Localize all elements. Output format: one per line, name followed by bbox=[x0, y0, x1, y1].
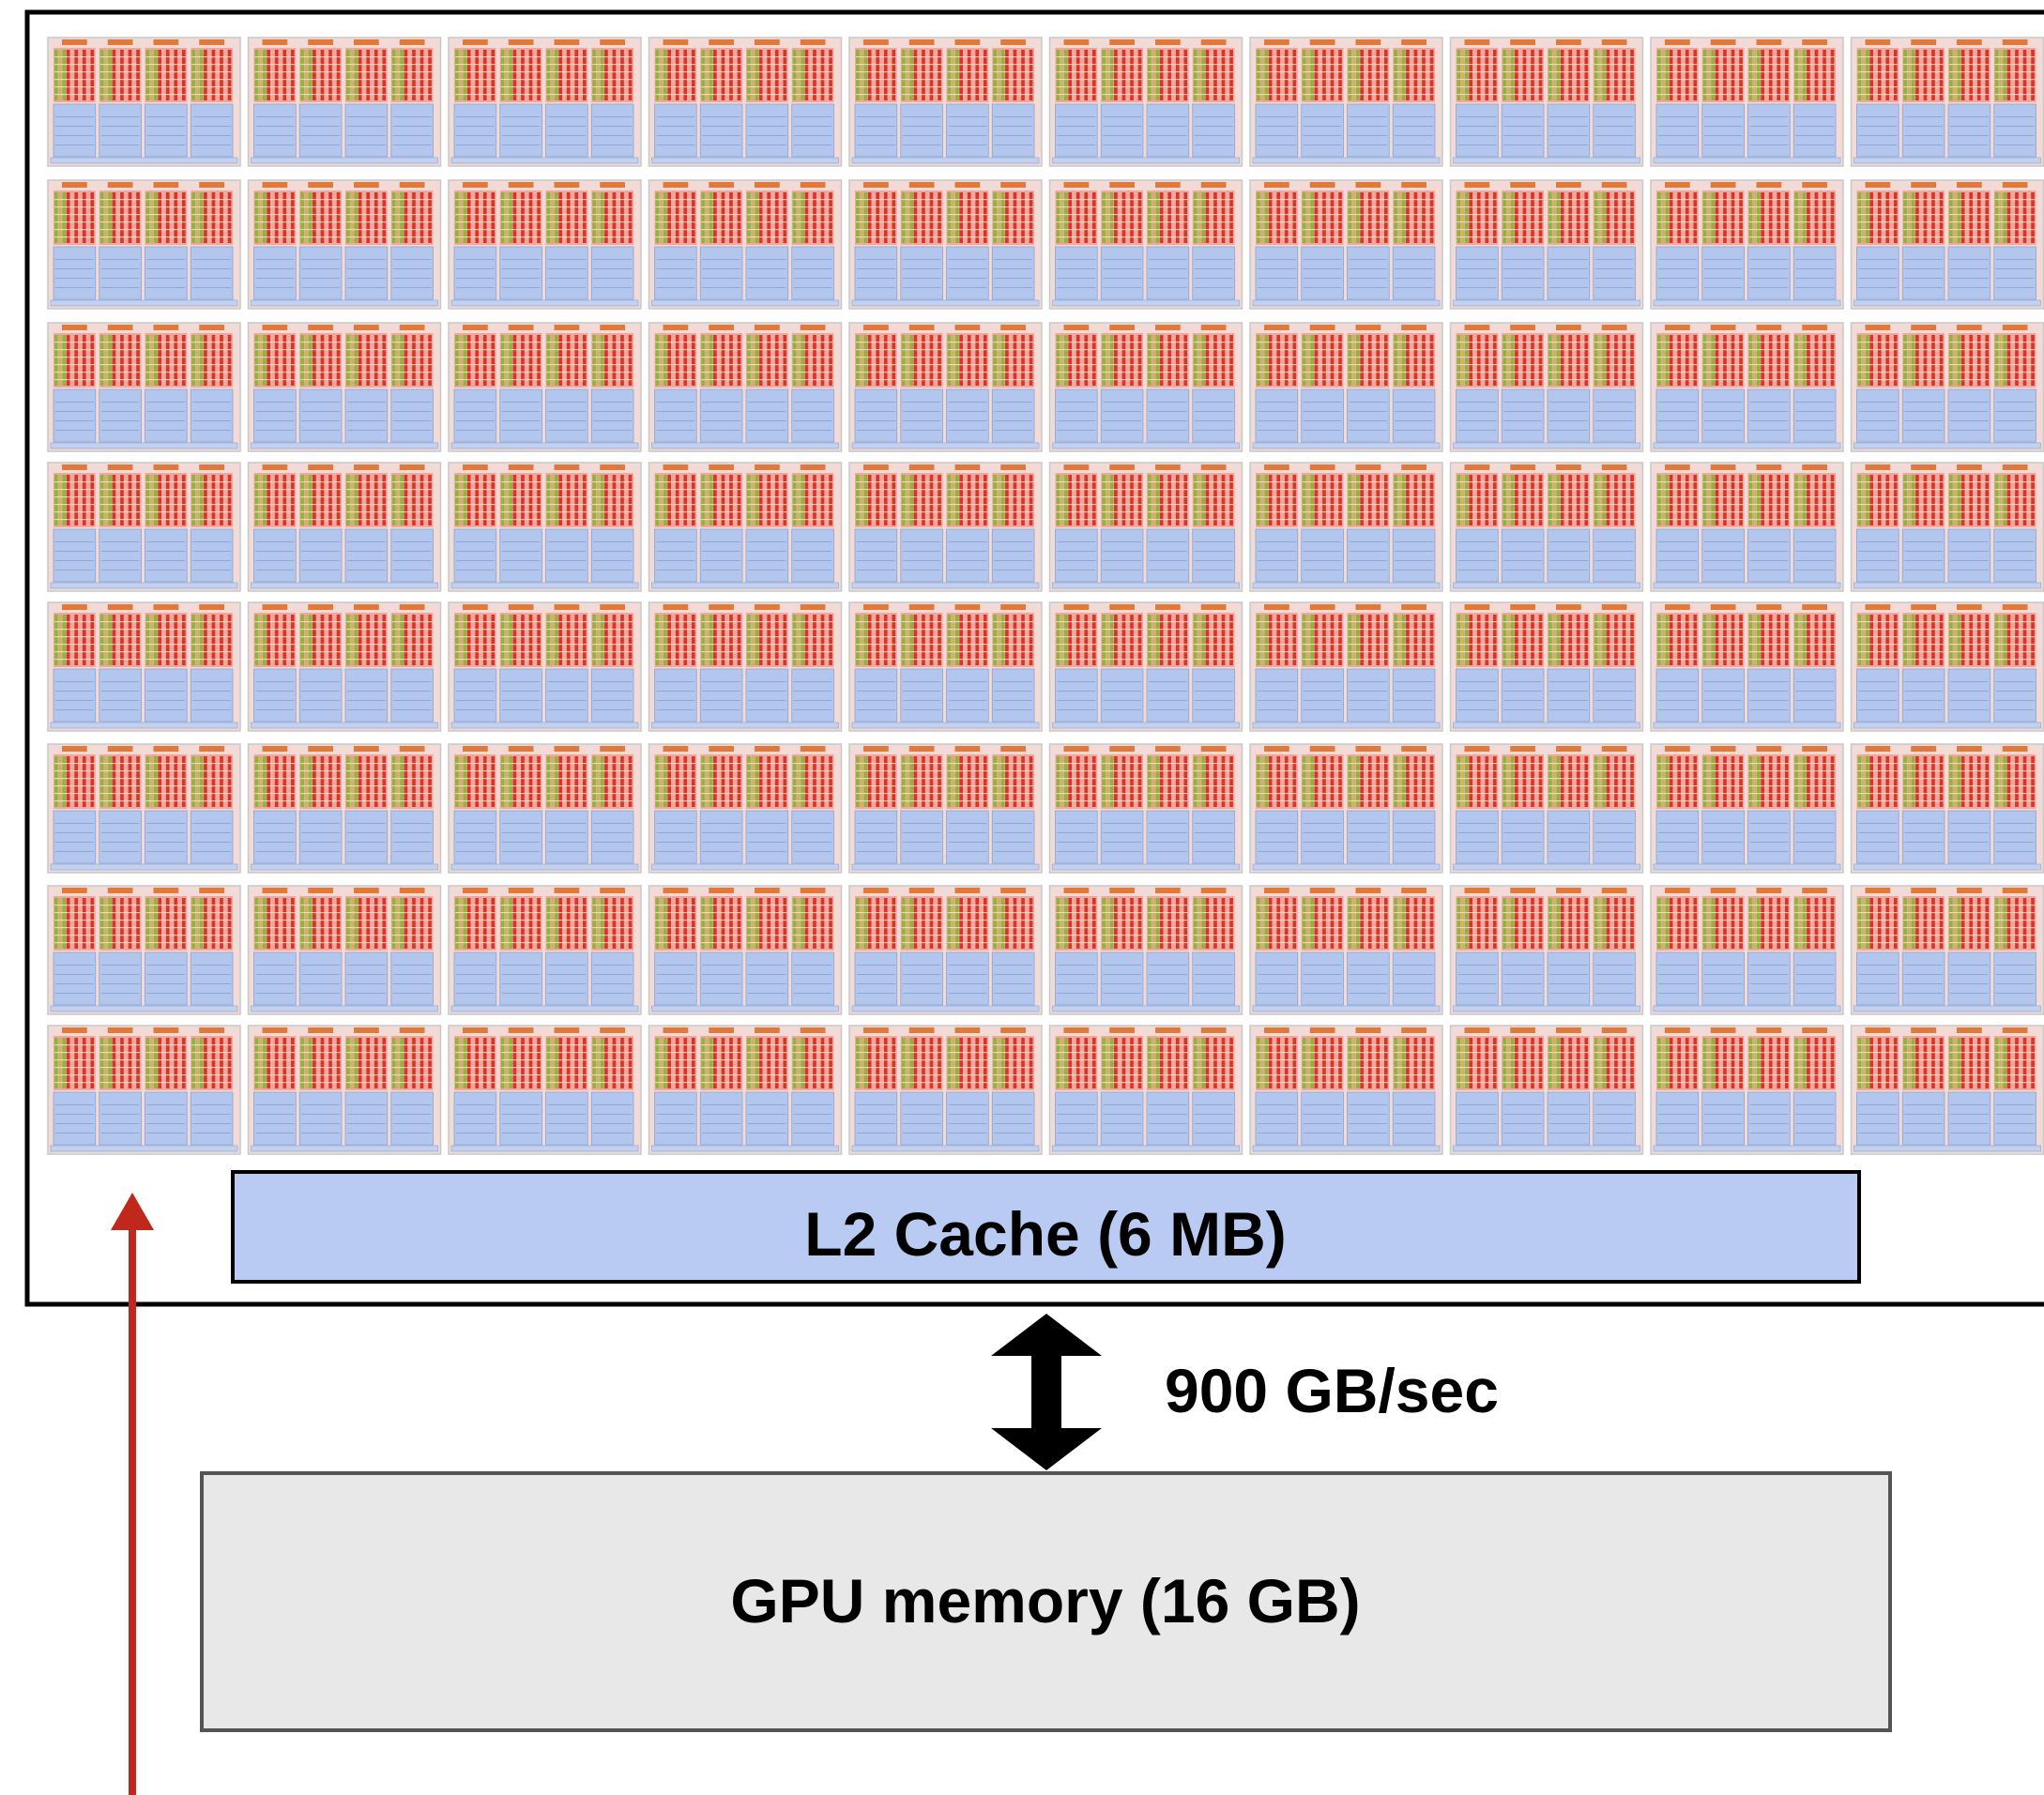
sm-block bbox=[848, 601, 1043, 732]
sm-block bbox=[1449, 322, 1644, 452]
sm-block bbox=[47, 885, 241, 1015]
sm-block bbox=[1449, 601, 1644, 732]
sm-block bbox=[1850, 179, 2044, 310]
sm-grid bbox=[47, 37, 2044, 1155]
sm-block bbox=[1048, 322, 1243, 452]
l2-cache: L2 Cache (6 MB) bbox=[231, 1170, 1861, 1284]
gpu-memory-label: GPU memory (16 GB) bbox=[730, 1566, 1360, 1635]
sm-block bbox=[1650, 743, 1844, 874]
sm-block bbox=[448, 322, 642, 452]
sm-block bbox=[1650, 601, 1844, 732]
sm-block bbox=[1850, 1025, 2044, 1155]
sm-block bbox=[1449, 37, 1644, 167]
l2-cache-label: L2 Cache (6 MB) bbox=[804, 1199, 1286, 1269]
sm-block bbox=[448, 743, 642, 874]
sm-block bbox=[1048, 462, 1243, 592]
sm-block bbox=[1048, 885, 1243, 1015]
sm-block bbox=[848, 743, 1043, 874]
sm-block bbox=[448, 37, 642, 167]
sm-block bbox=[1048, 1025, 1243, 1155]
sm-block bbox=[247, 462, 442, 592]
sm-block bbox=[848, 322, 1043, 452]
sm-block bbox=[1650, 462, 1844, 592]
sm-block bbox=[47, 743, 241, 874]
red-arrow-shaft bbox=[129, 1227, 136, 1795]
sm-block bbox=[247, 885, 442, 1015]
sm-block bbox=[1048, 601, 1243, 732]
sm-block bbox=[1850, 885, 2044, 1015]
sm-block bbox=[47, 37, 241, 167]
sm-block bbox=[1249, 1025, 1443, 1155]
sm-block bbox=[648, 743, 843, 874]
sm-block bbox=[1449, 743, 1644, 874]
sm-block bbox=[848, 1025, 1043, 1155]
sm-block bbox=[448, 885, 642, 1015]
sm-block bbox=[1249, 179, 1443, 310]
sm-block bbox=[1850, 743, 2044, 874]
sm-block bbox=[648, 1025, 843, 1155]
sm-block bbox=[648, 885, 843, 1015]
sm-block bbox=[1449, 462, 1644, 592]
sm-block bbox=[448, 179, 642, 310]
red-arrow bbox=[111, 1193, 154, 1795]
double-arrow-icon bbox=[991, 1314, 1102, 1470]
sm-block bbox=[247, 1025, 442, 1155]
sm-block bbox=[1249, 601, 1443, 732]
bandwidth-label: 900 GB/sec bbox=[1165, 1356, 1499, 1425]
sm-block bbox=[1249, 37, 1443, 167]
gpu-memory: GPU memory (16 GB) bbox=[200, 1471, 1892, 1732]
sm-block bbox=[848, 462, 1043, 592]
sm-block bbox=[1048, 179, 1243, 310]
sm-block bbox=[1449, 179, 1644, 310]
sm-block bbox=[47, 179, 241, 310]
sm-block bbox=[648, 601, 843, 732]
sm-block bbox=[1650, 885, 1844, 1015]
sm-block bbox=[1850, 601, 2044, 732]
sm-block bbox=[1249, 322, 1443, 452]
sm-block bbox=[1650, 1025, 1844, 1155]
sm-block bbox=[1850, 322, 2044, 452]
sm-block bbox=[1048, 37, 1243, 167]
sm-block bbox=[1850, 462, 2044, 592]
l2-cache-block bbox=[231, 1170, 1861, 1284]
sm-block bbox=[1449, 885, 1644, 1015]
sm-block bbox=[247, 179, 442, 310]
sm-block bbox=[47, 462, 241, 592]
sm-block bbox=[247, 37, 442, 167]
sm-block bbox=[1650, 179, 1844, 310]
sm-block bbox=[47, 322, 241, 452]
sm-block bbox=[1249, 743, 1443, 874]
sm-block bbox=[247, 322, 442, 452]
sm-block bbox=[648, 37, 843, 167]
sm-block bbox=[448, 462, 642, 592]
sm-block bbox=[1249, 885, 1443, 1015]
arrow-up-icon bbox=[111, 1193, 154, 1230]
sm-block bbox=[1650, 322, 1844, 452]
sm-block bbox=[1449, 1025, 1644, 1155]
sm-block bbox=[648, 179, 843, 310]
sm-block bbox=[47, 601, 241, 732]
sm-block bbox=[1850, 37, 2044, 167]
sm-block bbox=[648, 322, 843, 452]
gpu-memory-block bbox=[200, 1471, 1892, 1732]
sm-block bbox=[848, 885, 1043, 1015]
sm-block bbox=[247, 601, 442, 732]
sm-block bbox=[848, 37, 1043, 167]
sm-block bbox=[1048, 743, 1243, 874]
sm-block bbox=[247, 743, 442, 874]
sm-block bbox=[648, 462, 843, 592]
sm-block bbox=[448, 601, 642, 732]
sm-block bbox=[1650, 37, 1844, 167]
sm-block bbox=[848, 179, 1043, 310]
sm-block bbox=[47, 1025, 241, 1155]
sm-block bbox=[448, 1025, 642, 1155]
sm-block bbox=[1249, 462, 1443, 592]
bandwidth-arrow: 900 GB/sec bbox=[991, 1314, 1499, 1470]
